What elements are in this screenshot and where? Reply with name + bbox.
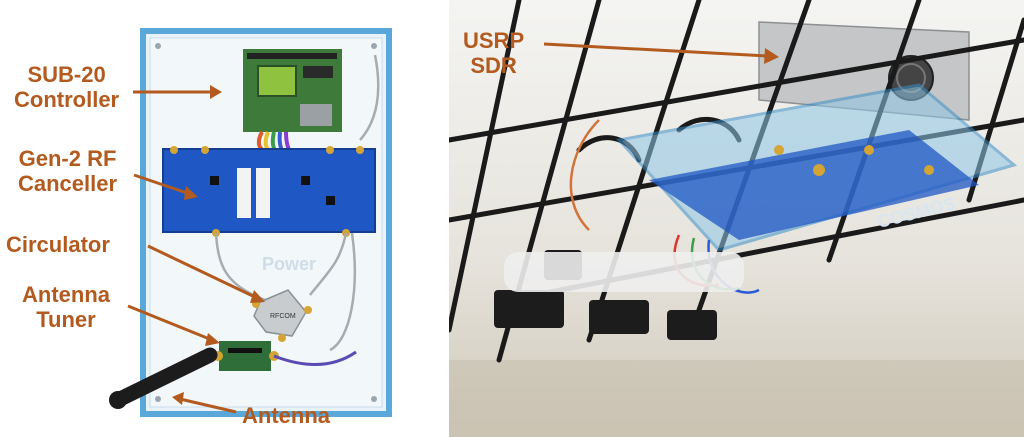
tuner-label-line2: Tuner [36,307,96,332]
usrp-arrow-head [764,48,779,64]
white-enclosures [504,252,744,292]
left-photo-panel: Power RFCOM [0,0,441,437]
antenna-tuner-label: Antenna Tuner [22,282,110,332]
usrp-label-line1: USRP [463,28,525,53]
usrp-sdr-label: USRP SDR [463,28,524,78]
right-photo-panel: COSMOS USRP [449,0,1024,437]
usrp-label-line2: SDR [470,53,517,78]
ceiling-photo: COSMOS [449,0,1024,437]
device-photo: Power RFCOM [109,28,392,417]
rf-canceller-board [162,146,376,237]
rf-label-line2: Canceller [18,171,118,196]
antenna [109,347,218,409]
circulator: RFCOM [252,289,312,342]
panel-divider [441,0,449,437]
enclosure-underside: COSMOS [616,83,1018,252]
sub20-label-line2: Controller [14,87,120,112]
arrow-heads [172,85,265,405]
tuner-label-line1: Antenna [22,282,110,307]
circulator-brand: RFCOM [270,313,296,320]
rf-canceller-label: Gen-2 RF Canceller [18,146,117,196]
rf-label-line1: Gen-2 RF [18,146,117,171]
power-watermark: Power [262,254,316,274]
lcd-display [257,65,297,97]
rf-board-underside [649,130,979,240]
circulator-label: Circulator [6,232,110,257]
mounting-screws [155,43,377,402]
sub20-label-line1: SUB-20 [27,62,106,87]
callout-arrows [127,90,258,414]
coax-cables [214,54,380,352]
room-blur [449,360,1024,437]
sub20-controller-label: SUB-20 Controller [14,62,119,112]
usrp-arrow [543,42,768,58]
antenna-label: Antenna [242,403,330,428]
sub20-board [243,49,342,132]
